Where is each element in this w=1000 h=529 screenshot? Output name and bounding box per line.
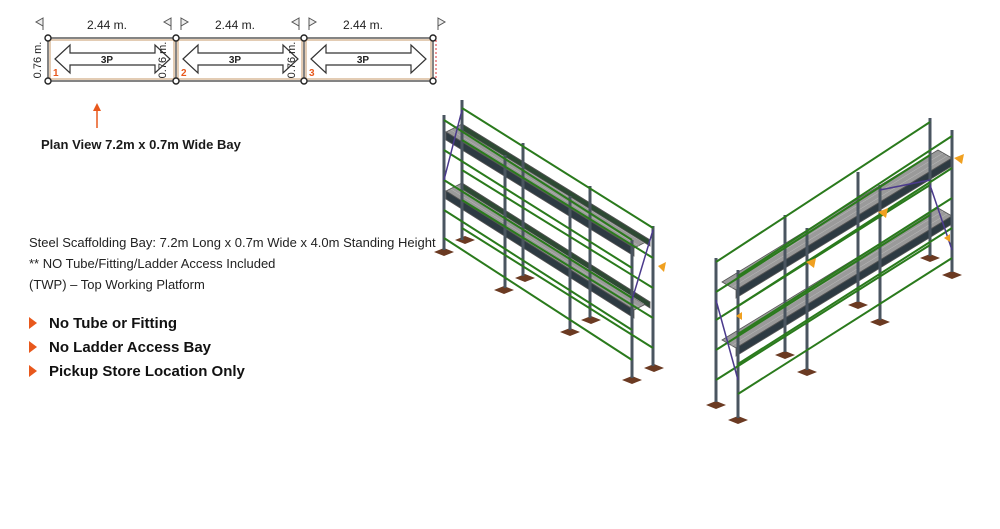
description-block: Steel Scaffolding Bay: 7.2m Long x 0.7m … bbox=[29, 232, 436, 295]
feature-text: No Ladder Access Bay bbox=[49, 338, 212, 356]
plan-pointer-arrow bbox=[93, 103, 101, 128]
plan-node-markers bbox=[44, 34, 437, 85]
plan-view-diagram: 2.44 m. 2.44 m. 2.44 m. 0.76 m. 0.76 m. … bbox=[32, 17, 447, 128]
bay-number-2: 2 bbox=[181, 68, 187, 79]
plan-outline bbox=[47, 37, 434, 82]
description-line-3: (TWP) – Top Working Platform bbox=[29, 277, 205, 292]
feature-item: Pickup Store Location Only bbox=[29, 359, 245, 383]
description-line-2: ** NO Tube/Fitting/Ladder Access Include… bbox=[29, 256, 276, 271]
inner-depth-label-2: 0.76 m. bbox=[286, 42, 298, 79]
scaffold-view-right bbox=[706, 118, 964, 424]
plan-arrows bbox=[54, 43, 427, 75]
base-plates-left bbox=[434, 236, 664, 384]
bay-width-3: 2.44 m. bbox=[343, 18, 383, 32]
feature-list: No Tube or Fitting No Ladder Access Bay … bbox=[29, 311, 245, 383]
base-plates-right bbox=[706, 254, 962, 424]
plan-flag-markers bbox=[34, 17, 447, 30]
feature-text: Pickup Store Location Only bbox=[49, 362, 245, 380]
bay-label-2: 3P bbox=[229, 55, 242, 66]
feature-text: No Tube or Fitting bbox=[49, 314, 178, 332]
bay-number-1: 1 bbox=[53, 68, 59, 79]
bay-label-1: 3P bbox=[101, 55, 114, 66]
ledgers-right bbox=[715, 121, 953, 395]
feature-item: No Tube or Fitting bbox=[29, 311, 245, 335]
scaffold-view-left bbox=[434, 100, 666, 384]
inner-depth-label-1: 0.76 m. bbox=[157, 42, 169, 79]
bay-label-3: 3P bbox=[357, 55, 370, 66]
standards-left bbox=[442, 100, 655, 378]
description-line-1: Steel Scaffolding Bay: 7.2m Long x 0.7m … bbox=[29, 235, 436, 250]
triangle-bullet-icon bbox=[29, 365, 37, 377]
plan-caption: Plan View 7.2m x 0.7m Wide Bay bbox=[41, 137, 241, 152]
bay-number-3: 3 bbox=[309, 68, 315, 79]
feature-item: No Ladder Access Bay bbox=[29, 335, 245, 359]
bay-width-1: 2.44 m. bbox=[87, 18, 127, 32]
depth-label: 0.76 m. bbox=[32, 42, 44, 79]
triangle-bullet-icon bbox=[29, 341, 37, 353]
ledgers-left bbox=[443, 107, 654, 361]
bay-width-2: 2.44 m. bbox=[215, 18, 255, 32]
triangle-bullet-icon bbox=[29, 317, 37, 329]
